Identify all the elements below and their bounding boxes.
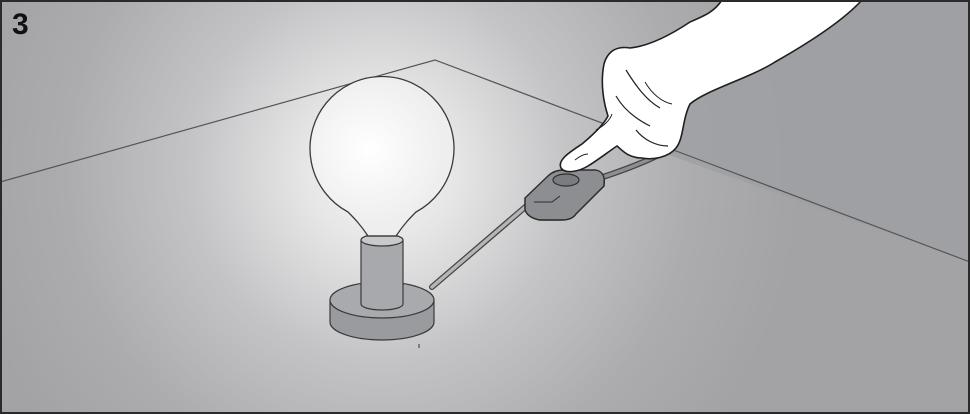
switch-button[interactable] [553,174,579,186]
lamp-socket [361,234,403,310]
step-number: 3 [12,10,29,40]
